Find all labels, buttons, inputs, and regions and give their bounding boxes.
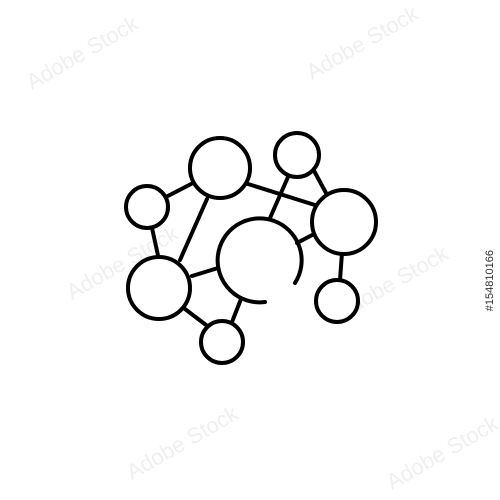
atom-circle (126, 255, 192, 321)
atom-circle (314, 278, 360, 324)
bond-line (178, 197, 209, 262)
atom-circle (273, 131, 321, 179)
bond-line (150, 226, 161, 262)
bond-line (230, 297, 243, 324)
atom-circle (199, 319, 245, 365)
bond-line (162, 181, 195, 200)
atom-circle (124, 184, 170, 230)
bond-line (179, 304, 212, 330)
bond-line (246, 182, 320, 208)
atom-circles (124, 131, 378, 365)
central-open-ring (215, 216, 304, 305)
atom-circle (188, 136, 252, 200)
atom-circle (310, 188, 378, 256)
bond-line (338, 251, 344, 282)
bond-lines (150, 165, 344, 330)
stock-id-label: #154810166 (484, 250, 496, 312)
bond-line (190, 266, 220, 278)
bond-line (295, 232, 316, 245)
bond-line (268, 175, 290, 220)
